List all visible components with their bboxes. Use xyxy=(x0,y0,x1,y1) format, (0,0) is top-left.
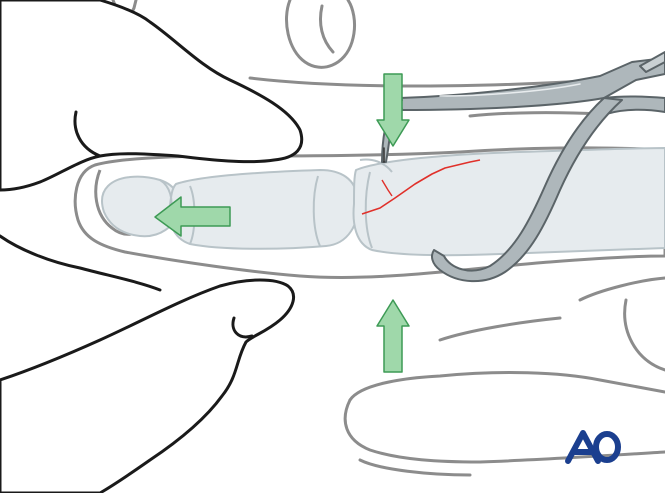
ao-logo xyxy=(565,430,621,464)
reduction-forceps xyxy=(381,51,665,283)
palmar-compression-arrow xyxy=(376,299,410,373)
fracture-line xyxy=(361,159,481,215)
distal-phalanx xyxy=(100,175,180,238)
ao-logo-text: AO xyxy=(563,428,625,468)
fracture-line-branch xyxy=(381,179,393,197)
background-hand-outline xyxy=(111,0,665,477)
examiner-hand xyxy=(0,0,304,493)
traction-arrow xyxy=(154,196,231,237)
dorsal-compression-arrow xyxy=(376,73,410,147)
proximal-phalanx xyxy=(352,147,665,257)
